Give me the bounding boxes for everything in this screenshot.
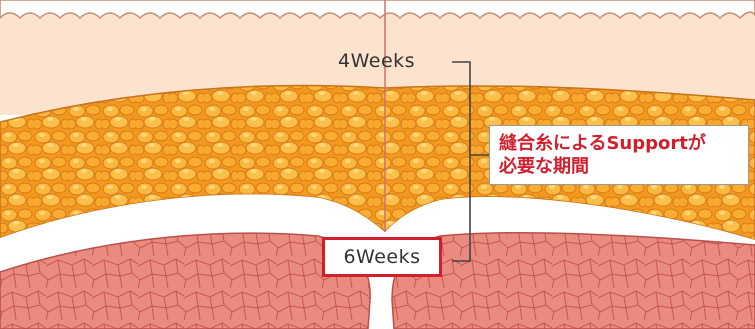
weeks-end-text: 6Weeks [343, 246, 420, 268]
callout-line-2: 必要な期間 [499, 155, 748, 178]
weeks-end-label: 6Weeks [322, 237, 442, 277]
weeks-start-label: 4Weeks [338, 50, 415, 72]
muscle-tissue-right [392, 233, 755, 329]
callout-line-1: 縫合糸によるSupportが [499, 132, 748, 155]
support-period-callout: 縫合糸によるSupportが 必要な期間 [489, 125, 749, 185]
